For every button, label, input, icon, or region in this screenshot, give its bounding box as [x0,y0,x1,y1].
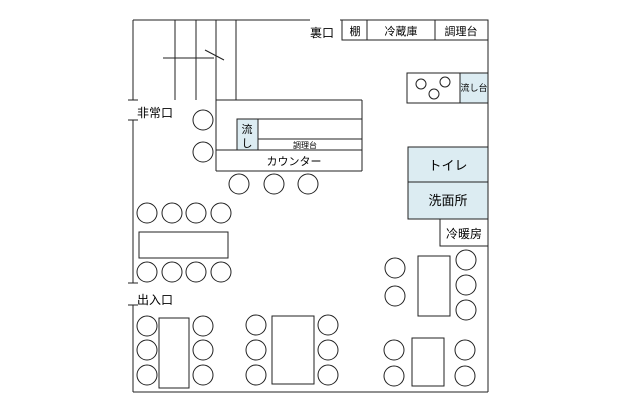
toilet-label: トイレ [428,159,467,174]
seat [136,315,158,337]
sink-right-label: 流し台 [460,82,487,94]
prep-table-top-label: 調理台 [445,24,478,38]
shelf-label: 棚 [350,24,361,38]
seat [455,249,477,271]
seat [185,202,207,224]
seat [383,365,405,387]
seat [136,364,158,386]
burner [439,76,451,88]
counter-block: 流 し 調理台 カウンター [215,99,363,172]
sink-left-label-top: 流 [242,122,253,136]
hvac-room-box [439,218,489,247]
table [417,255,451,317]
burner [428,88,440,100]
seat [136,261,158,283]
staircase [163,20,237,100]
seat [454,339,476,361]
seat [192,315,214,337]
counter-top-box [257,118,363,140]
hvac-room-label: 冷暖房 [446,226,482,241]
washroom-box [407,181,489,220]
prep-table-small-label: 調理台 [293,140,317,150]
seat [383,339,405,361]
seat [317,339,339,361]
fridge-label: 冷蔵庫 [385,24,418,38]
washroom-label: 洗面所 [428,194,467,209]
back-storage-row: 棚 冷蔵庫 調理台 [341,19,489,41]
seat [192,364,214,386]
entrance-label: 出入口 [137,293,173,307]
seats [136,109,477,387]
seat [384,257,406,279]
emergency-exit-label: 非常口 [137,106,173,120]
seat [245,339,267,361]
seat [317,364,339,386]
seat [210,261,232,283]
seat [192,141,214,163]
counter-label: カウンター [267,155,322,168]
stove-box [406,72,461,104]
seat [245,364,267,386]
seat [136,202,158,224]
seat [210,202,232,224]
restroom-block: トイレ 洗面所 冷暖房 [407,146,489,247]
seat [228,173,250,195]
seat [455,274,477,296]
sink-right-box [459,72,489,104]
sink-left-label-bottom: し [242,137,253,150]
seat [455,299,477,321]
seat [384,285,406,307]
seat [245,314,267,336]
sink-left-box [236,118,259,151]
seat [263,173,285,195]
table [411,337,445,387]
seat [317,314,339,336]
right-sink-area: 流し台 [406,72,489,104]
seat [192,109,214,131]
table [271,315,315,385]
seat [161,261,183,283]
toilet-box [407,146,489,183]
seat [192,339,214,361]
seat [136,339,158,361]
seat [185,261,207,283]
seat [161,202,183,224]
table [138,231,229,259]
seat [454,365,476,387]
table [158,317,190,389]
seat [297,173,319,195]
burner [415,78,427,90]
prep-table-top-box [434,19,489,41]
back-door-label: 裏口 [310,25,334,40]
tables [138,231,451,389]
